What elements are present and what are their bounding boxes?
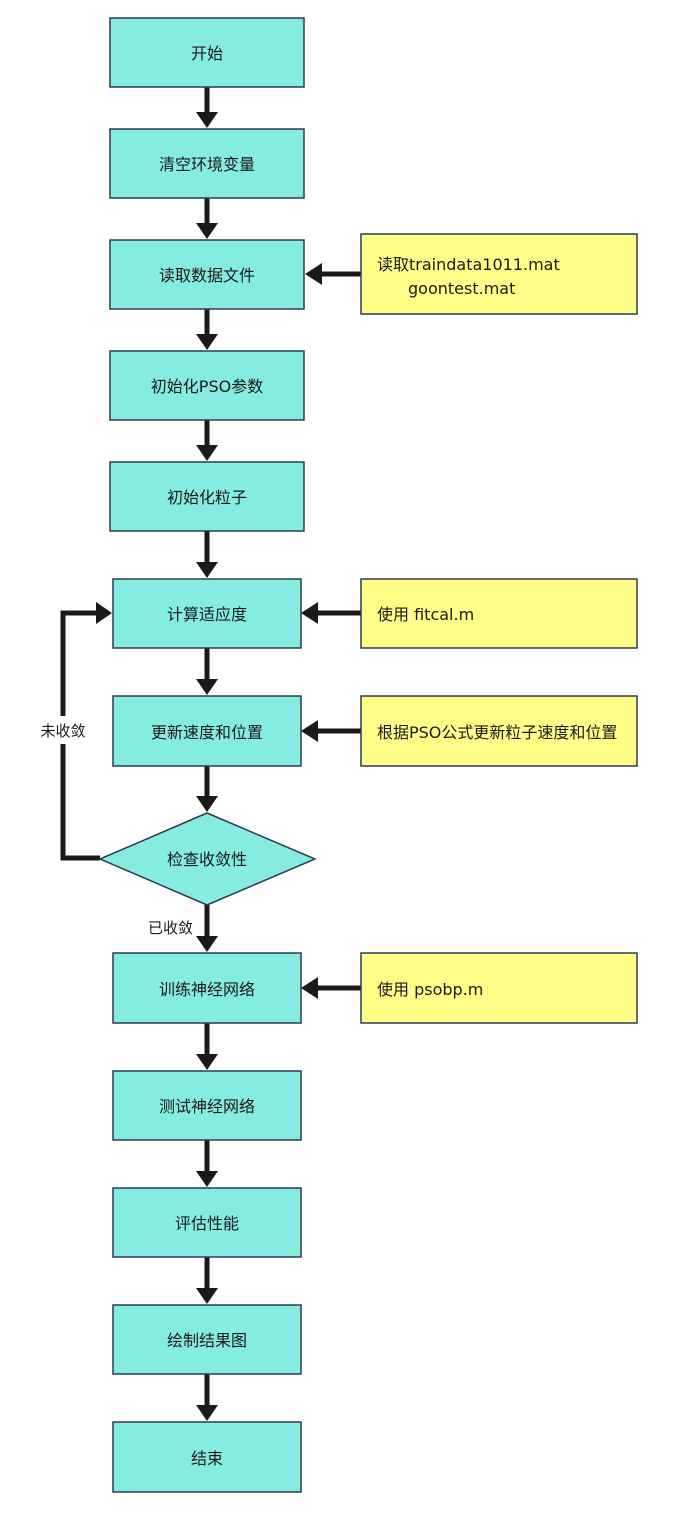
node-label: 开始 [191,44,223,63]
node-label: 绘制结果图 [167,1331,247,1350]
arrowhead-icon [196,112,218,128]
arrowhead-icon [301,602,318,624]
node-label: 初始化PSO参数 [151,377,263,396]
edge-fitness-to-update [196,648,218,695]
edge-init-pso-to-init-particles [196,420,218,461]
arrowhead-icon [196,334,218,350]
note-line: 使用 psobp.m [377,980,483,999]
arrowhead-icon [196,679,218,695]
node-init-pso[interactable]: 初始化PSO参数 [109,350,305,421]
node-label: 读取数据文件 [159,266,255,285]
note-train[interactable]: 使用 psobp.m [360,952,638,1024]
note-edge-read [305,263,361,285]
note-line: goontest.mat [408,279,515,298]
node-label: 结束 [191,1449,223,1468]
node-init-particles[interactable]: 初始化粒子 [109,461,305,532]
note-edge-train [301,977,361,999]
edge-label-not-converged: 未收敛 [40,722,85,740]
note-update[interactable]: 根据PSO公式更新粒子速度和位置 [360,695,638,767]
edge-train-to-test [196,1023,218,1070]
edge-clear-to-read [196,198,218,239]
edge-update-to-check [196,766,218,812]
node-update[interactable]: 更新速度和位置 [112,695,302,767]
node-train-nn[interactable]: 训练神经网络 [112,952,302,1024]
node-label: 初始化粒子 [167,488,247,507]
note-edge-fitness [301,602,361,624]
arrowhead-icon [196,1405,218,1421]
edge-plot-to-end [196,1374,218,1421]
arrowhead-icon [196,936,218,952]
edge-init-particles-to-fitness [196,531,218,578]
node-label: 检查收敛性 [167,850,247,869]
node-evaluate[interactable]: 评估性能 [112,1187,302,1258]
note-fitness[interactable]: 使用 fitcal.m [360,578,638,649]
arrowhead-icon [301,977,318,999]
note-read-data[interactable]: 读取traindata1011.mat goontest.mat [360,233,638,315]
arrowhead-icon [196,562,218,578]
node-read-data[interactable]: 读取数据文件 [109,239,305,310]
edge-check-to-train [196,905,218,952]
arrowhead-icon [196,223,218,239]
node-plot[interactable]: 绘制结果图 [112,1304,302,1375]
arrowhead-icon [196,796,218,812]
arrowhead-icon [305,263,322,285]
note-edge-update [301,720,361,742]
node-label: 更新速度和位置 [151,723,263,742]
arrowhead-icon [301,720,318,742]
node-test-nn[interactable]: 测试神经网络 [112,1070,302,1141]
arrowhead-icon [196,1054,218,1070]
arrowhead-icon [196,1288,218,1304]
note-line: 使用 fitcal.m [377,605,474,624]
node-label: 计算适应度 [167,605,247,624]
edge-start-to-clear [196,87,218,128]
note-line: 根据PSO公式更新粒子速度和位置 [377,723,617,742]
node-end[interactable]: 结束 [112,1421,302,1493]
arrowhead-icon [196,1171,218,1187]
node-label: 评估性能 [175,1214,239,1233]
node-label: 训练神经网络 [159,980,255,999]
arrowhead-icon [96,602,112,624]
node-start[interactable]: 开始 [109,17,305,88]
loop-label-bg [34,716,92,744]
edge-test-to-evaluate [196,1140,218,1187]
node-label: 测试神经网络 [159,1097,255,1116]
edge-read-to-init-pso [196,309,218,350]
note-line: 读取traindata1011.mat [377,255,560,274]
node-fitness[interactable]: 计算适应度 [112,578,302,649]
node-label: 清空环境变量 [159,155,255,174]
arrowhead-icon [196,445,218,461]
edge-evaluate-to-plot [196,1257,218,1304]
edge-label-converged: 已收敛 [148,919,193,937]
node-clear-env[interactable]: 清空环境变量 [109,128,305,199]
node-check-convergence[interactable]: 检查收敛性 [98,812,317,906]
